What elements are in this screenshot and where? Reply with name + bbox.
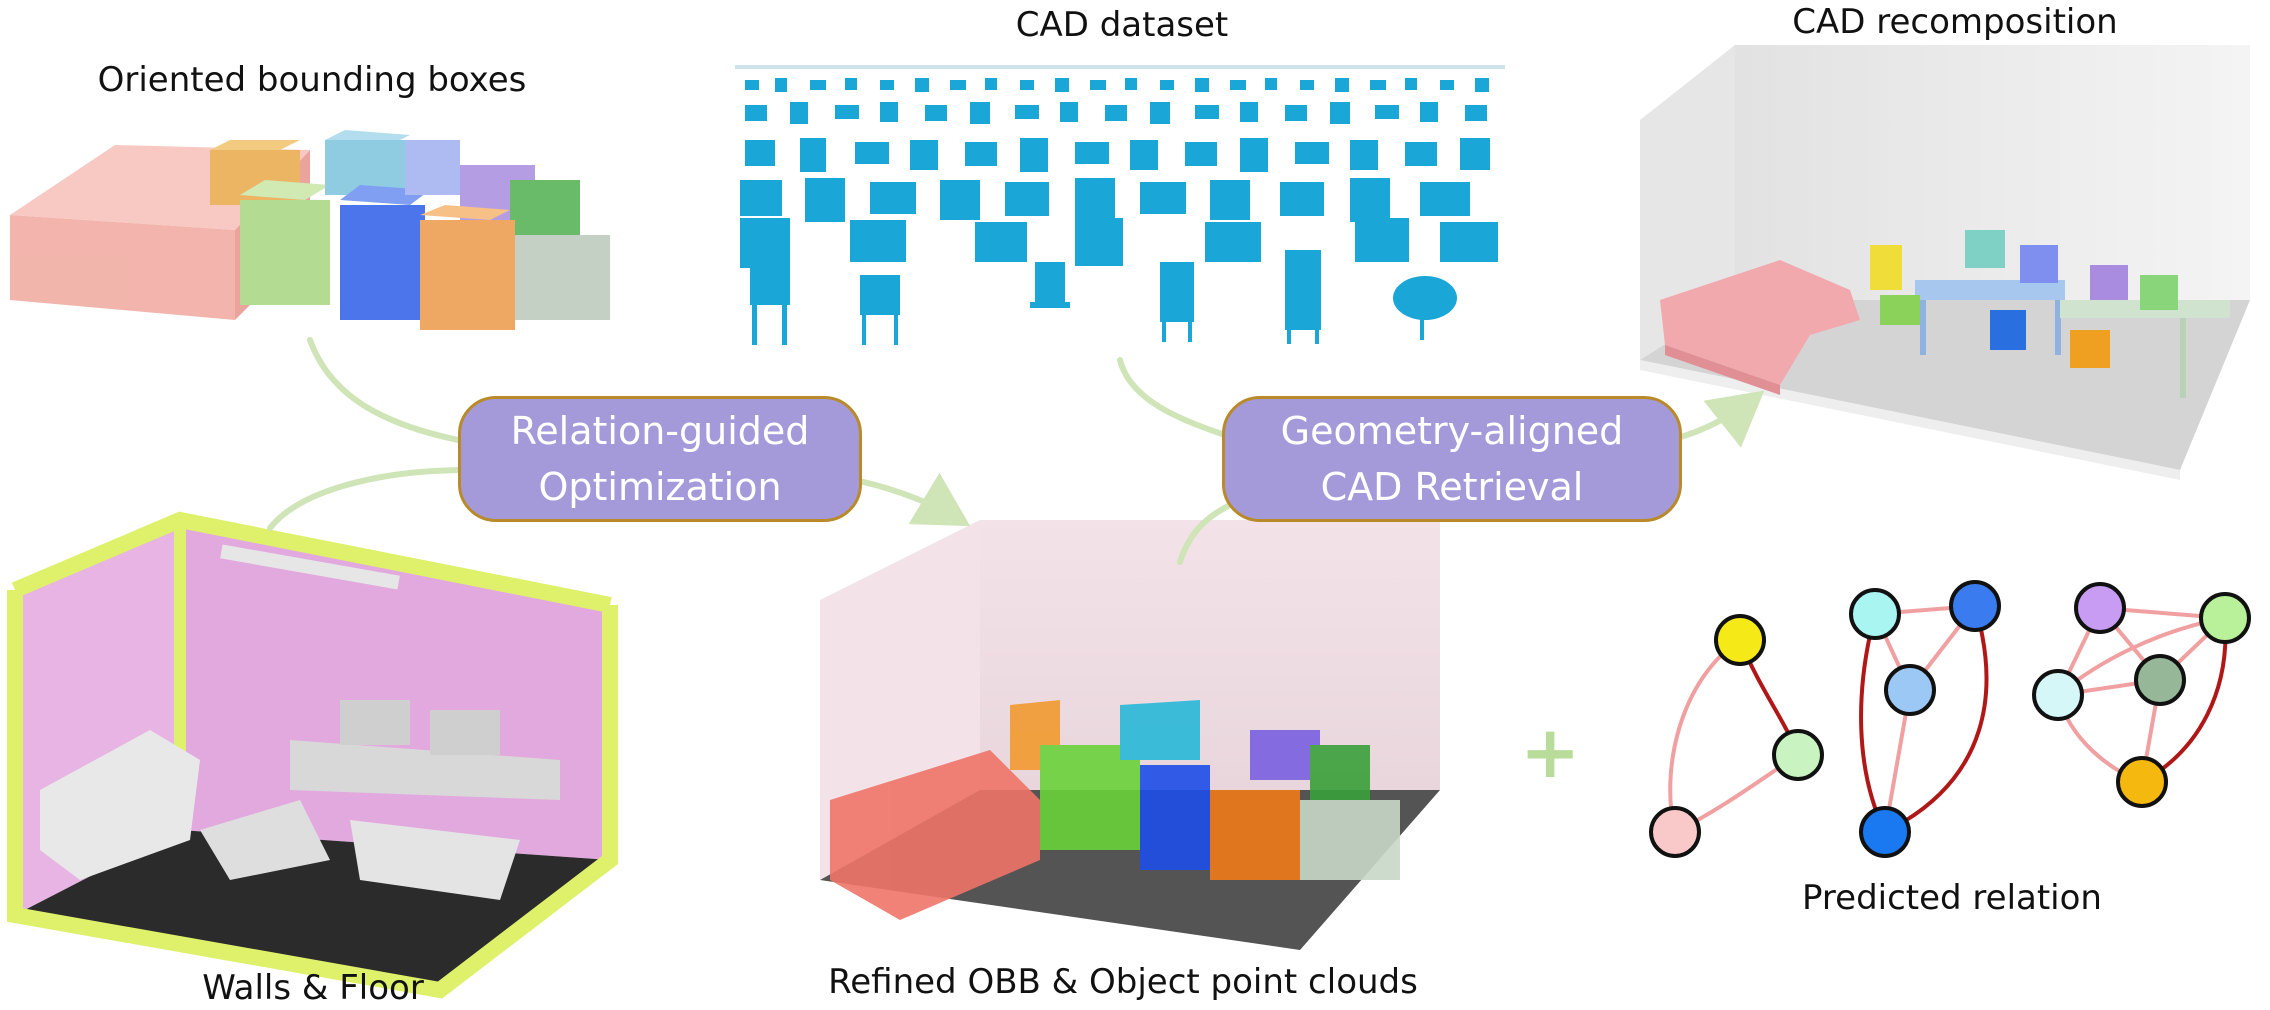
walls-floor-illustration: [7, 511, 618, 999]
relation-graph-1: [1649, 614, 1824, 858]
relation-graph-2: [1849, 580, 2001, 858]
obb-boxes-illustration: [10, 130, 610, 330]
label-refined-obb: Refined OBB & Object point clouds: [828, 962, 1418, 1002]
arrow-walls-to-optimization: [267, 467, 471, 531]
arrow-obb-to-optimization: [307, 337, 471, 445]
cad-recomposition-illustration: [1640, 45, 2250, 480]
label-predicted-relation: Predicted relation: [1802, 878, 2102, 918]
arrow-cad-to-retrieval: [1117, 357, 1228, 438]
arrow-retrieval-to-recomposition: [1667, 390, 1765, 448]
refined-obb-illustration: [820, 520, 1440, 950]
step-geometry-aligned-cad-retrieval: Geometry-aligned CAD Retrieval: [1222, 396, 1682, 522]
step-geometry-aligned-line-1: Geometry-aligned: [1280, 409, 1624, 453]
cad-dataset-illustration: [735, 65, 1505, 345]
step-relation-guided-optimization: Relation-guided Optimization: [458, 396, 862, 522]
step-geometry-aligned-line-2: CAD Retrieval: [1320, 465, 1584, 509]
arrow-optimization-to-refined: [852, 472, 971, 527]
label-walls-floor: Walls & Floor: [202, 968, 424, 1008]
step-relation-guided-line-2: Optimization: [538, 465, 782, 509]
plus-sign: +: [1520, 710, 1581, 794]
label-oriented-bounding-boxes: Oriented bounding boxes: [97, 60, 527, 100]
step-relation-guided-line-1: Relation-guided: [510, 409, 810, 453]
label-cad-recomposition: CAD recomposition: [1792, 2, 2118, 42]
arrow-refined-to-retrieval: [1177, 502, 1233, 565]
relation-graph-3: [2032, 582, 2251, 808]
label-cad-dataset: CAD dataset: [1015, 5, 1229, 45]
